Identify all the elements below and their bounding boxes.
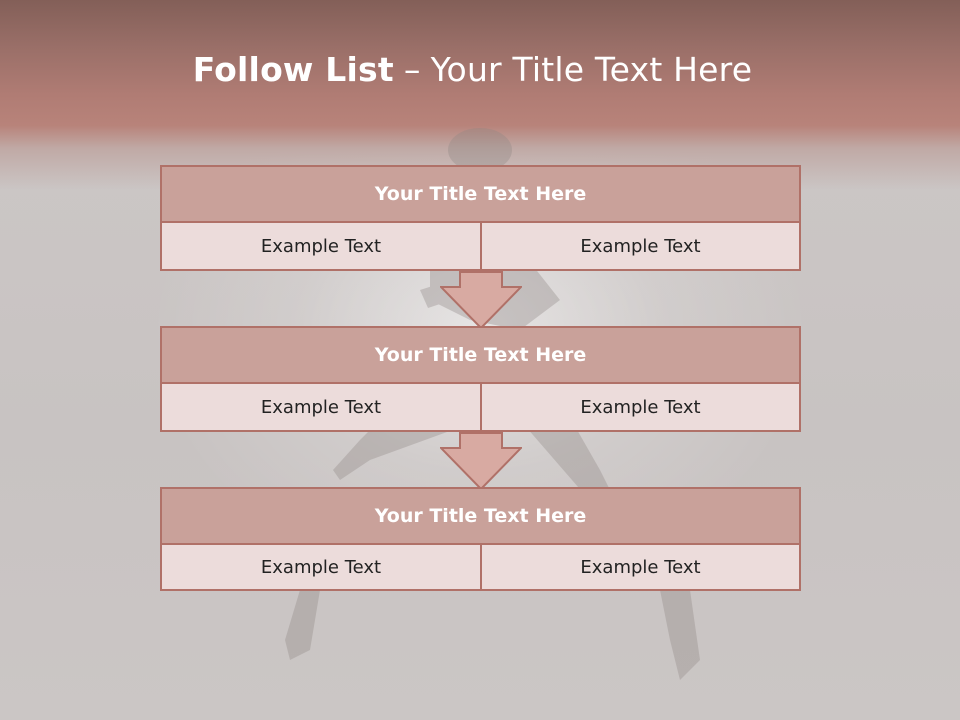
header-band <box>0 0 960 190</box>
block-left-text: Example Text <box>160 221 482 271</box>
block-title: Your Title Text Here <box>160 326 801 384</box>
list-block: Your Title Text Here Example Text Exampl… <box>160 487 801 593</box>
title-rest: Your Title Text Here <box>430 50 753 89</box>
block-right-text: Example Text <box>480 221 801 271</box>
title-dash: – <box>403 50 421 89</box>
down-arrow-icon <box>440 271 522 329</box>
block-title: Your Title Text Here <box>160 487 801 545</box>
block-title: Your Title Text Here <box>160 165 801 223</box>
block-left-text: Example Text <box>160 382 482 432</box>
list-block: Your Title Text Here Example Text Exampl… <box>160 165 801 271</box>
page-title: Follow List–Your Title Text Here <box>0 50 945 89</box>
block-right-text: Example Text <box>480 543 801 591</box>
title-bold: Follow List <box>192 50 394 89</box>
list-block: Your Title Text Here Example Text Exampl… <box>160 326 801 432</box>
down-arrow-icon <box>440 432 522 490</box>
block-right-text: Example Text <box>480 382 801 432</box>
block-left-text: Example Text <box>160 543 482 591</box>
